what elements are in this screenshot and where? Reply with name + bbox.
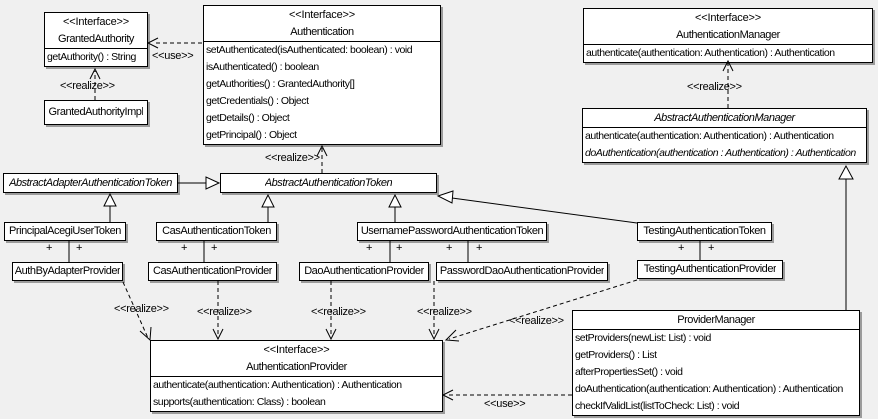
class-name: DaoAuthenticationProvider bbox=[304, 265, 424, 277]
association-end-label: + bbox=[46, 242, 53, 254]
association-end-label: + bbox=[708, 242, 715, 254]
association-end-label: + bbox=[396, 242, 403, 254]
class-name: TestingAuthenticationProvider bbox=[643, 263, 777, 275]
realize-label: <<realize>> bbox=[114, 303, 169, 315]
use-label: <<use>> bbox=[484, 398, 526, 410]
class-name: GrantedAuthority bbox=[58, 33, 134, 45]
class-box-cas-authentication-token: CasAuthenticationToken bbox=[156, 222, 277, 241]
class-name: AbstractAdapterAuthenticationToken bbox=[9, 176, 172, 189]
stereotype-label: <<Interface>> bbox=[289, 9, 355, 21]
realize-label: <<realize>> bbox=[60, 80, 115, 92]
class-box-authentication-provider: <<Interface>> AuthenticationProvider aut… bbox=[150, 340, 443, 412]
association-end-label: + bbox=[181, 242, 188, 254]
class-name: Authentication bbox=[290, 26, 354, 38]
realize-label: <<realize>> bbox=[417, 306, 472, 318]
class-box-abstract-authentication-manager: AbstractAuthenticationManager authentica… bbox=[582, 108, 867, 163]
class-name: CasAuthenticationToken bbox=[162, 225, 271, 237]
use-label: <<use>> bbox=[152, 50, 194, 62]
operations-compartment: getAuthority() : String bbox=[45, 48, 147, 66]
association-end-label: + bbox=[446, 242, 453, 254]
class-box-principal-acegi-user-token: PrincipalAcegiUserToken bbox=[4, 222, 126, 241]
method-signature: afterPropertiesSet() : void bbox=[575, 366, 683, 378]
class-box-testing-authentication-provider: TestingAuthenticationProvider bbox=[637, 260, 783, 279]
method-signature: setProviders(newList: List) : void bbox=[575, 332, 711, 344]
association-end-label: + bbox=[211, 242, 218, 254]
class-name: UsernamePasswordAuthenticationToken bbox=[360, 225, 544, 237]
method-signature: getAuthorities() : GrantedAuthority[] bbox=[206, 78, 355, 90]
stereotype-label: <<Interface>> bbox=[63, 16, 129, 28]
class-name: PrincipalAcegiUserToken bbox=[9, 225, 121, 237]
stereotype-label: <<Interface>> bbox=[695, 12, 761, 24]
class-box-provider-manager: ProviderManager setProviders(newList: Li… bbox=[572, 310, 860, 416]
method-signature: doAuthentication(authentication: Authent… bbox=[575, 383, 843, 395]
realize-label: <<realize>> bbox=[197, 306, 252, 318]
association-end-label: + bbox=[678, 242, 685, 254]
realize-label: <<realize>> bbox=[687, 81, 742, 93]
method-signature: getDetails() : Object bbox=[206, 112, 290, 124]
method-signature: getPrincipal() : Object bbox=[206, 129, 297, 141]
class-box-abstract-adapter-authentication-token: AbstractAdapterAuthenticationToken bbox=[3, 173, 178, 193]
method-signature: getCredentials() : Object bbox=[206, 95, 309, 107]
method-signature: isAuthenticated() : boolean bbox=[206, 61, 319, 73]
generalization-cas-authentication-token bbox=[261, 193, 275, 222]
method-signature: authenticate(authentication: Authenticat… bbox=[585, 130, 834, 142]
association-end-label: + bbox=[76, 242, 83, 254]
class-header: ProviderManager bbox=[573, 311, 859, 329]
operations-compartment: setProviders(newList: List) : void getPr… bbox=[573, 329, 859, 415]
class-name: TestingAuthenticationToken bbox=[643, 225, 766, 237]
class-header: <<Interface>> Authentication bbox=[204, 6, 440, 41]
class-name: AuthByAdapterProvider bbox=[14, 265, 121, 277]
class-box-username-password-authentication-token: UsernamePasswordAuthenticationToken bbox=[357, 222, 547, 241]
operations-compartment: authenticate(authentication: Authenticat… bbox=[583, 127, 866, 162]
method-signature: authenticate(authentication: Authenticat… bbox=[586, 47, 835, 59]
class-header: <<Interface>> GrantedAuthority bbox=[45, 13, 147, 48]
class-box-authentication: <<Interface>> Authentication setAuthenti… bbox=[203, 5, 441, 145]
generalization-username-password-authentication-token bbox=[388, 193, 402, 222]
class-box-cas-authentication-provider: CasAuthenticationProvider bbox=[148, 262, 277, 281]
operations-compartment: setAuthenticated(isAuthenticated: boolea… bbox=[204, 41, 440, 144]
operations-compartment: authenticate(authentication: Authenticat… bbox=[151, 376, 442, 411]
class-header: <<Interface>> AuthenticationProvider bbox=[151, 341, 442, 376]
class-name: ProviderManager bbox=[677, 314, 755, 326]
class-box-granted-authority: <<Interface>> GrantedAuthority getAuthor… bbox=[44, 12, 148, 67]
class-name: PasswordDaoAuthenticationProvider bbox=[439, 265, 605, 277]
class-box-testing-authentication-token: TestingAuthenticationToken bbox=[637, 222, 772, 241]
class-box-auth-by-adapter-provider: AuthByAdapterProvider bbox=[12, 262, 123, 281]
class-name: GrantedAuthorityImpl bbox=[48, 106, 144, 118]
class-box-password-dao-authentication-provider: PasswordDaoAuthenticationProvider bbox=[436, 262, 608, 281]
class-box-abstract-authentication-token: AbstractAuthenticationToken bbox=[220, 173, 437, 193]
class-name: AbstractAuthenticationToken bbox=[264, 176, 393, 189]
method-signature: setAuthenticated(isAuthenticated: boolea… bbox=[206, 44, 413, 56]
class-box-granted-authority-impl: GrantedAuthorityImpl bbox=[44, 100, 148, 125]
generalization-testing-authentication-token bbox=[436, 190, 638, 224]
method-signature: getProviders() : List bbox=[575, 349, 657, 361]
class-box-authentication-manager: <<Interface>> AuthenticationManager auth… bbox=[583, 8, 873, 63]
generalization-provider-manager-to-abstract-authentication-manager bbox=[838, 164, 854, 310]
generalization-abstract-adapter-token-to-abstract-token bbox=[178, 176, 221, 190]
class-box-dao-authentication-provider: DaoAuthenticationProvider bbox=[299, 262, 429, 281]
association-end-label: + bbox=[476, 242, 483, 254]
stereotype-label: <<Interface>> bbox=[263, 344, 330, 356]
class-name: CasAuthenticationProvider bbox=[153, 265, 272, 277]
realize-label: <<realize>> bbox=[311, 306, 366, 318]
association-end-label: + bbox=[366, 242, 373, 254]
class-header: <<Interface>> AuthenticationManager bbox=[584, 9, 872, 44]
method-signature: checkIfValidList(listToCheck: List) : vo… bbox=[575, 400, 740, 412]
class-name: AbstractAuthenticationManager bbox=[654, 112, 795, 124]
method-signature: getAuthority() : String bbox=[47, 51, 136, 63]
realize-label: <<realize>> bbox=[509, 315, 564, 327]
class-header: AbstractAuthenticationManager bbox=[583, 109, 866, 127]
generalization-principal-acegi-user-token bbox=[103, 192, 117, 222]
use-authentication-to-granted-authority bbox=[146, 37, 202, 49]
method-signature: authenticate(authentication: Authenticat… bbox=[153, 379, 402, 391]
method-signature: supports(authentication: Class) : boolea… bbox=[153, 396, 326, 408]
method-signature: doAuthentication(authentication : Authen… bbox=[585, 147, 856, 159]
realize-label: <<realize>> bbox=[265, 152, 320, 164]
class-name: AuthenticationProvider bbox=[246, 361, 347, 373]
class-name: AuthenticationManager bbox=[676, 29, 780, 41]
operations-compartment: authenticate(authentication: Authenticat… bbox=[584, 44, 872, 62]
